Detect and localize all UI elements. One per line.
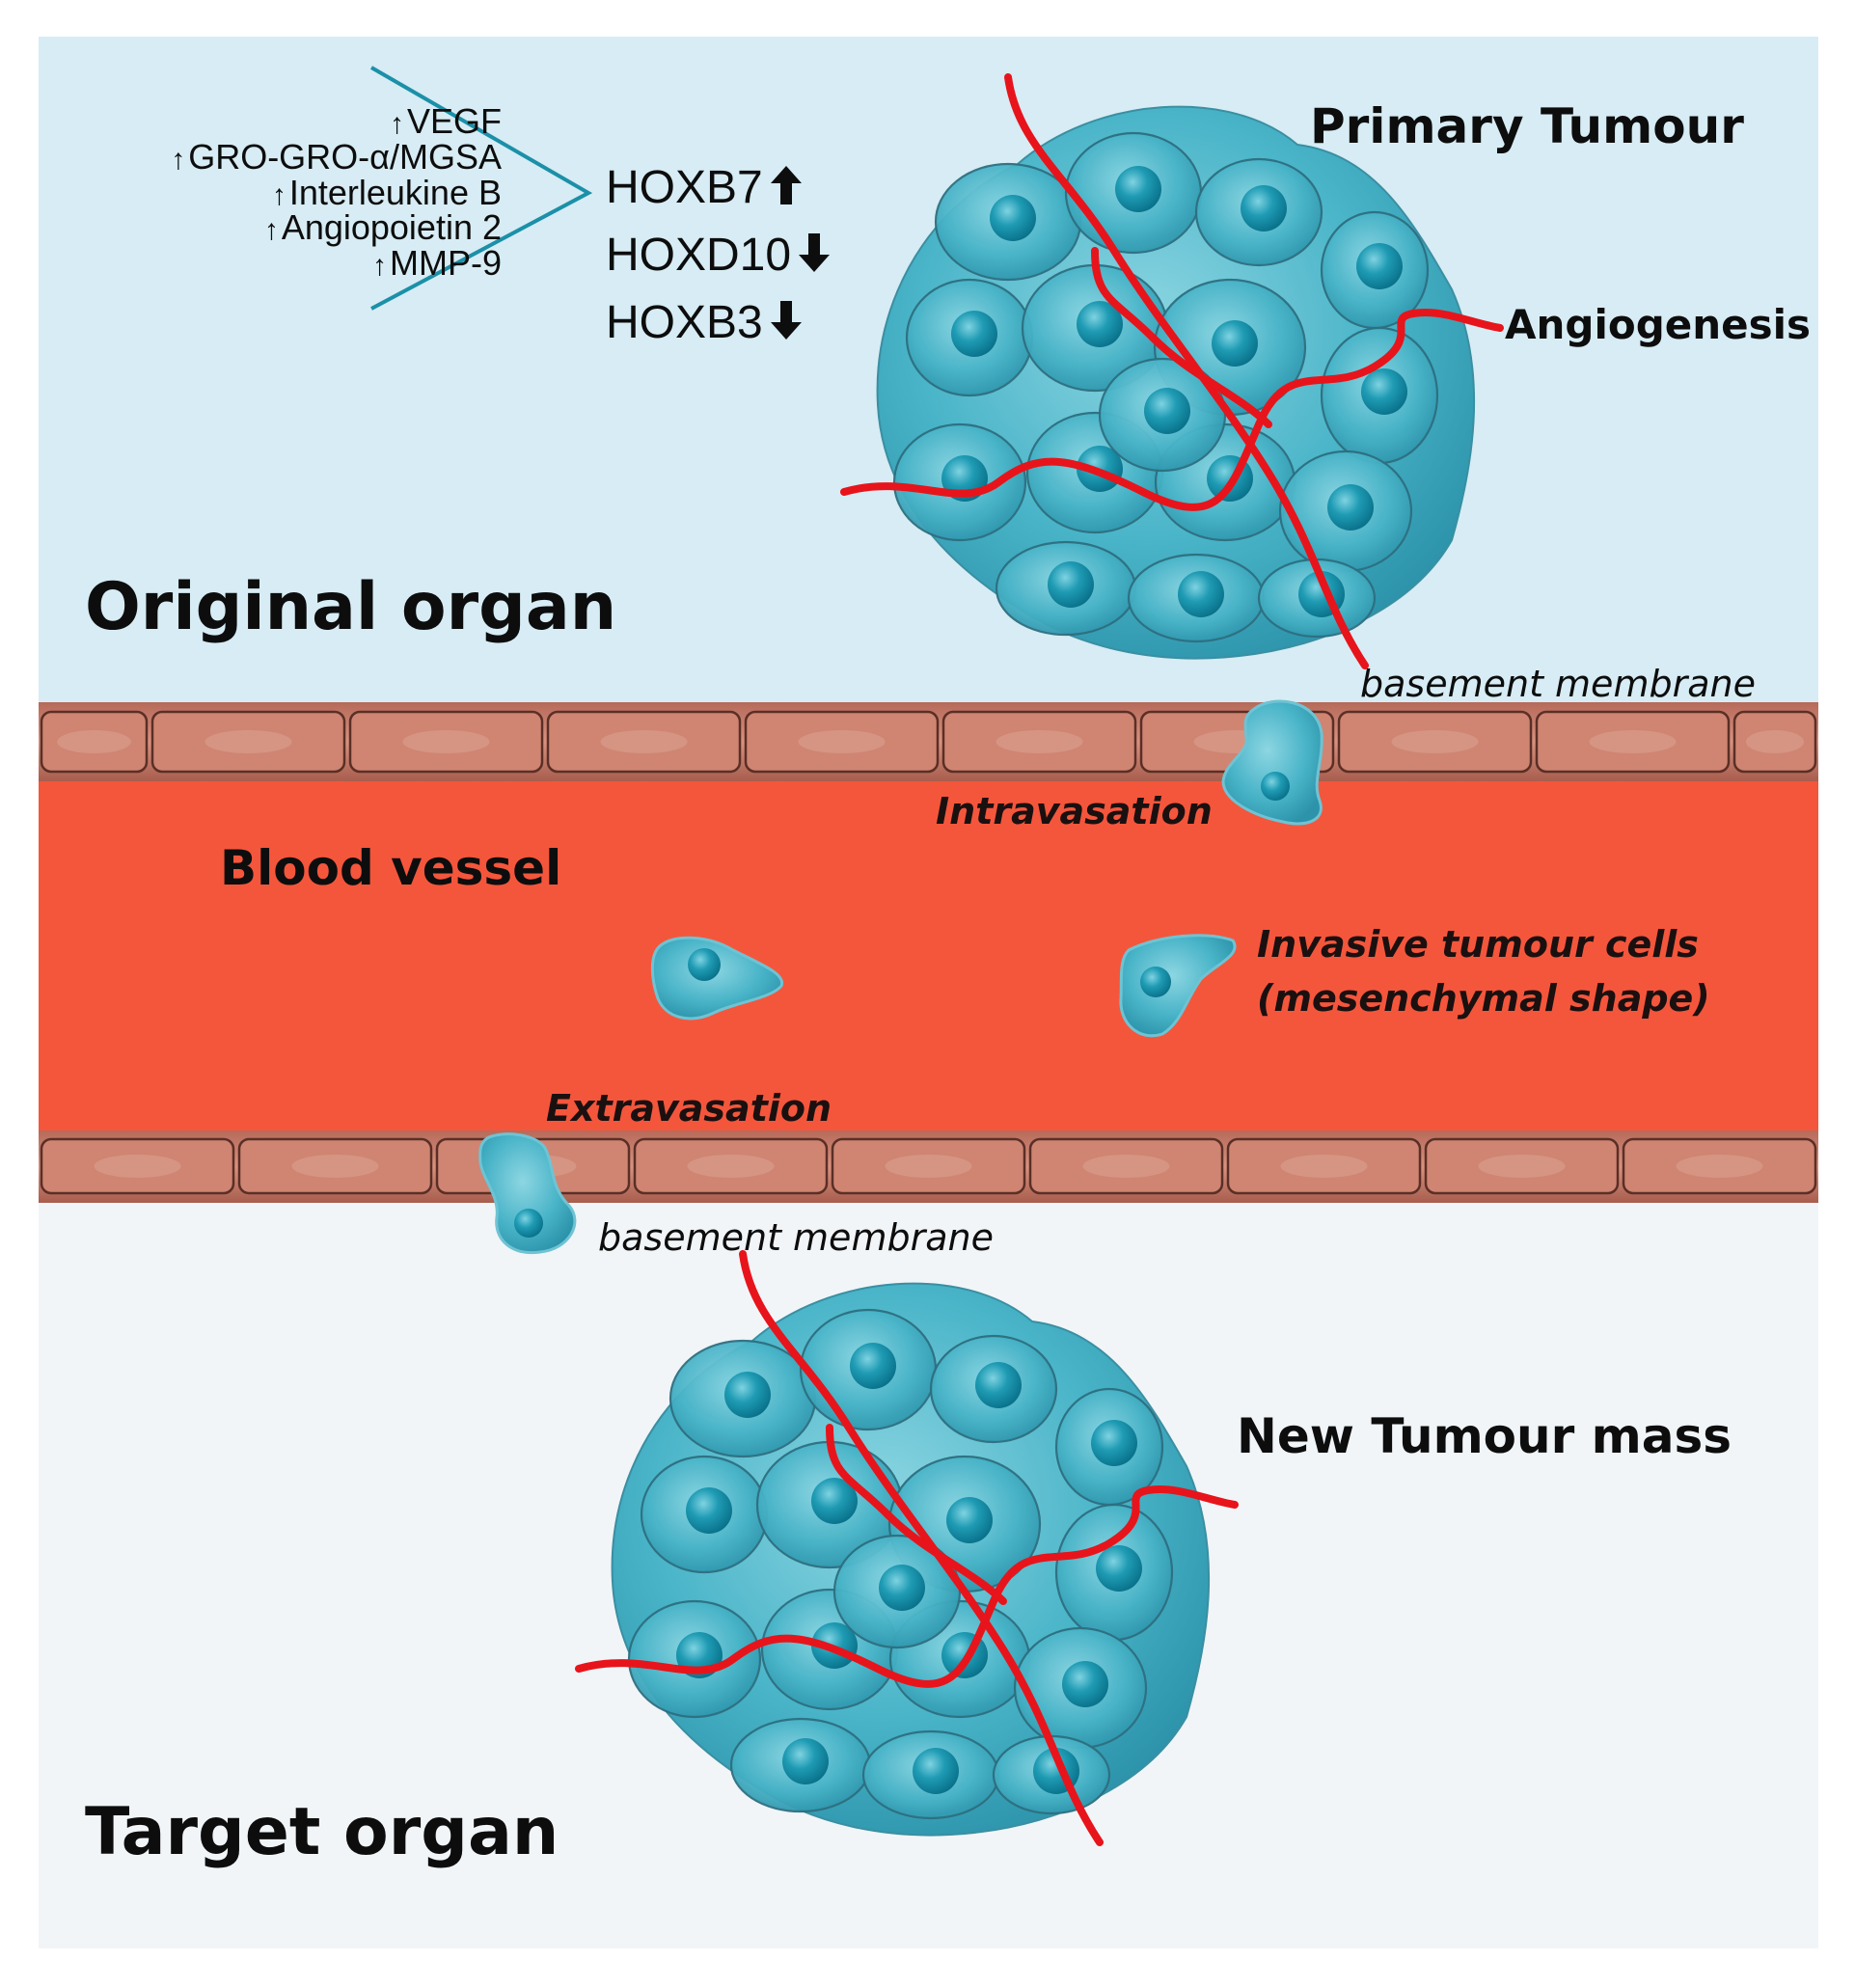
factor-angiopoietin: ↑Angiopoietin 2: [263, 207, 502, 247]
extravasating-cell: [478, 1132, 577, 1255]
tumour-cell-nucleus: [913, 1748, 959, 1794]
tumour-cell-nucleus: [879, 1565, 925, 1611]
endothelial-nucleus: [600, 730, 688, 753]
extravasation-label: Extravasation: [546, 1087, 832, 1130]
tumour-cell-nucleus: [1091, 1420, 1137, 1466]
tumour-cell-nucleus: [1212, 320, 1258, 367]
tumour-cell-nucleus: [686, 1487, 732, 1534]
tumour-cell-nucleus: [1327, 484, 1374, 531]
capillary: [575, 1485, 1239, 1688]
endothelial-nucleus: [94, 1155, 181, 1178]
factor-mmp9: ↑MMP-9: [372, 243, 502, 283]
circulating-tumour-cell-1: [650, 936, 784, 1021]
basement-membrane-bottom-label: basement membrane: [598, 1216, 994, 1259]
tumour-cell-nucleus: [1115, 166, 1161, 212]
endothelial-cells-top: [40, 710, 1817, 774]
factor-interleukine: ↑Interleukine B: [271, 173, 502, 212]
angiogenesis-label: Angiogenesis: [1505, 301, 1812, 348]
primary-tumour-label: Primary Tumour: [1310, 98, 1744, 154]
basement-membrane-top-label: basement membrane: [1360, 663, 1756, 705]
tumour-cell-nucleus: [1361, 368, 1407, 415]
tumour-cell-nucleus: [946, 1497, 993, 1543]
tumour-cell-nucleus: [1048, 561, 1094, 608]
new-tumour-mass-label: New Tumour mass: [1237, 1408, 1732, 1464]
endothelial-nucleus: [1280, 1155, 1368, 1178]
hox-gene-hoxb7: HOXB7: [606, 164, 804, 211]
endothelial-nucleus: [291, 1155, 379, 1178]
tumour-cell-nucleus: [811, 1478, 858, 1524]
new-tumour-graphic: [575, 1250, 1239, 1846]
factor-gro: ↑GRO-GRO-α/MGSA: [171, 137, 502, 177]
blood-vessel-lumen: [39, 781, 1818, 1130]
intravasation-label: Intravasation: [936, 790, 1213, 832]
endothelial-nucleus: [1391, 730, 1479, 753]
tumour-cell-nucleus: [1356, 243, 1403, 289]
signalling-wedge: [369, 66, 593, 311]
intravasating-cell: [1221, 699, 1323, 826]
arrow-down-icon: [799, 233, 831, 272]
capillary: [1091, 247, 1272, 428]
target-organ-label: Target organ: [85, 1794, 559, 1870]
endothelial-nucleus: [402, 730, 490, 753]
hox-gene-hoxb3: HOXB3: [606, 299, 804, 346]
endothelial-nucleus: [1082, 1155, 1170, 1178]
tumour-cell-nucleus: [782, 1738, 829, 1784]
tumour-cell-nucleus: [724, 1372, 771, 1418]
endothelial-nucleus: [687, 1155, 775, 1178]
endothelial-nucleus: [996, 730, 1083, 753]
arrow-up-icon: [770, 166, 802, 204]
tumour-cell-nucleus: [850, 1343, 896, 1389]
arrow-down-icon: [770, 301, 802, 340]
tumour-cell-nucleus: [1241, 185, 1287, 231]
tumour-cell-nucleus: [1062, 1661, 1108, 1707]
endothelial-nucleus: [57, 730, 131, 753]
circulating-tumour-cell-2: [1119, 934, 1237, 1038]
endothelial-nucleus: [1478, 1155, 1566, 1178]
endothelial-nucleus: [1746, 730, 1804, 753]
tumour-cell-nucleus: [1077, 301, 1123, 347]
hox-gene-hoxd10: HOXD10: [606, 231, 832, 279]
invasive-cells-label-line1: Invasive tumour cells: [1257, 923, 1699, 966]
blood-vessel-label: Blood vessel: [220, 840, 562, 896]
capillary: [840, 309, 1504, 511]
capillary: [826, 1424, 1007, 1605]
tumour-cell-nucleus: [1096, 1545, 1142, 1592]
endothelial-nucleus: [885, 1155, 972, 1178]
original-organ-label: Original organ: [85, 569, 617, 645]
tumour-cell-nucleus: [990, 195, 1036, 241]
invasive-cells-label-line2: (mesenchymal shape): [1257, 977, 1710, 1020]
tumour-cell-nucleus: [975, 1362, 1022, 1408]
endothelial-nucleus: [205, 730, 292, 753]
endothelial-cells-bottom: [40, 1137, 1817, 1195]
primary-tumour-graphic: [840, 73, 1504, 669]
endothelial-nucleus: [1676, 1155, 1763, 1178]
tumour-cell-nucleus: [951, 311, 997, 357]
tumour-cell-nucleus: [1144, 388, 1190, 434]
endothelial-nucleus: [798, 730, 886, 753]
tumour-cell-nucleus: [1178, 571, 1224, 617]
endothelial-nucleus: [1589, 730, 1677, 753]
factor-vegf: ↑VEGF: [389, 101, 502, 141]
